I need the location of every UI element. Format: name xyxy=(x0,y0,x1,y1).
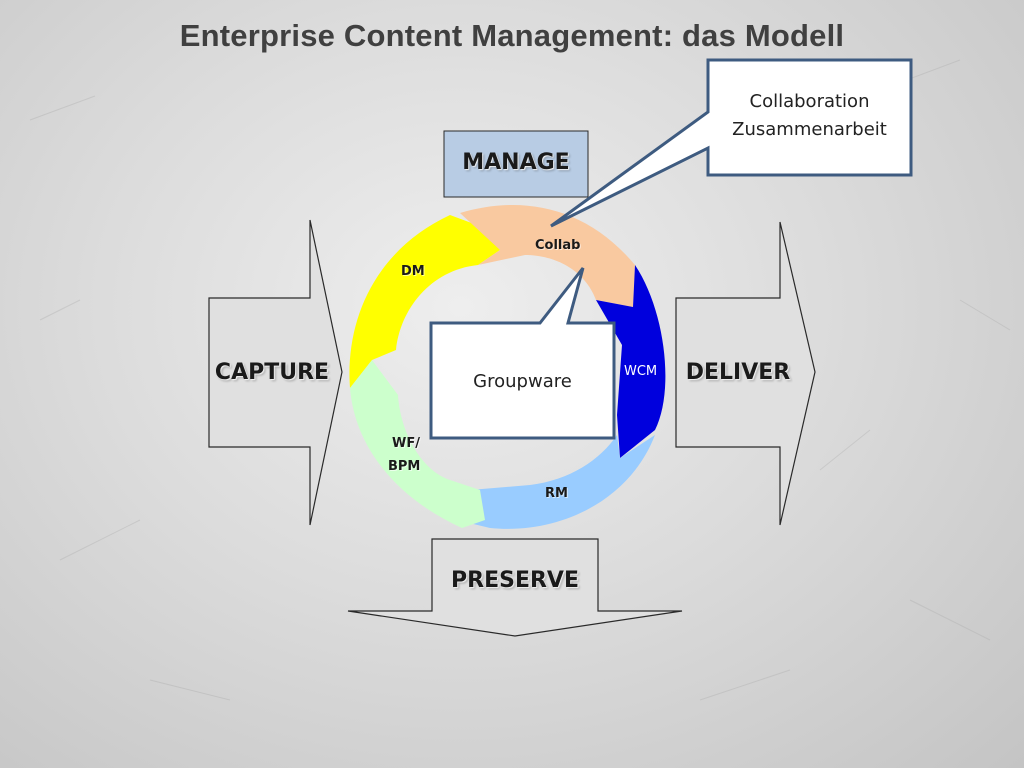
capture-label: CAPTURE xyxy=(214,360,330,385)
deliver-arrow xyxy=(675,221,816,526)
groupware-callout-shape xyxy=(429,267,616,440)
cycle-segment-collab xyxy=(460,204,635,307)
capture-arrow xyxy=(208,219,343,526)
cycle-segment-rm xyxy=(440,435,655,529)
cycle-segment-wcm xyxy=(596,265,666,458)
preserve-label: PRESERVE xyxy=(451,568,579,593)
page-title: Enterprise Content Management: das Model… xyxy=(179,18,845,53)
preserve-arrow xyxy=(347,538,683,637)
cycle-label-wf-line1: WF/ xyxy=(392,436,420,451)
groupware-callout-text: Groupware xyxy=(473,371,572,392)
manage-label: MANAGE xyxy=(462,150,570,175)
cycle-segment-wf-bpm xyxy=(350,360,485,528)
cycle-label-wf-line2: BPM xyxy=(388,459,421,474)
cycle-label-wcm: WCM xyxy=(624,364,658,379)
cycle-segment-dm xyxy=(349,215,500,388)
manage-box xyxy=(443,130,589,198)
collaboration-line1: Collaboration xyxy=(749,91,870,112)
cycle-label-collab: Collab xyxy=(535,238,581,253)
cycle-label-rm: RM xyxy=(545,486,568,501)
collaboration-line2: Zusammenarbeit xyxy=(732,118,887,140)
deliver-label: DELIVER xyxy=(685,360,791,385)
cycle-label-dm: DM xyxy=(401,264,425,279)
collaboration-callout-shape xyxy=(550,58,913,228)
collaboration-callout-text: Collaboration Zusammenarbeit xyxy=(708,88,911,144)
